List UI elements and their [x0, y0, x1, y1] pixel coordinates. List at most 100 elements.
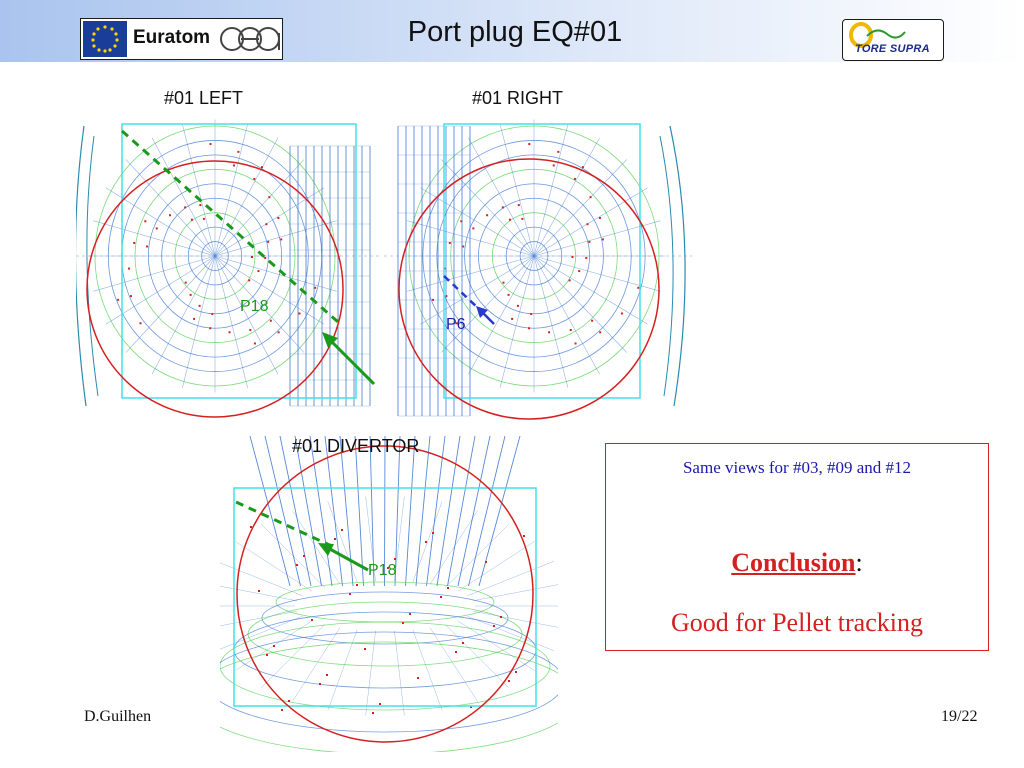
probe-marker [144, 220, 147, 223]
divertor-field-of-view-frame [233, 487, 537, 707]
port-column-line [405, 436, 416, 587]
euratom-logo-word: Euratom [133, 27, 211, 48]
outer-wall-curve [86, 135, 99, 397]
left-pellet-trajectory-dashed [121, 129, 339, 324]
probe-marker [507, 293, 510, 296]
probe-marker [249, 328, 252, 331]
probe-marker [460, 220, 463, 223]
poloidal-ray-line [533, 255, 569, 388]
poloidal-ray-line [125, 255, 216, 353]
divertor-ray-line [292, 510, 341, 585]
poloidal-ray-line [407, 255, 535, 292]
probe-marker [508, 218, 511, 221]
right-view-diagram [384, 86, 692, 430]
divertor-ray-line [220, 615, 303, 650]
probe-marker [258, 590, 260, 592]
probe-marker [155, 227, 158, 230]
panel-divertor-view: #01 DIVERTOR P18 [220, 436, 558, 752]
port-column-line [249, 436, 291, 587]
poloidal-ray-line [468, 137, 535, 257]
probe-marker [515, 671, 517, 673]
probe-marker [133, 241, 136, 244]
divertor-ray-line [220, 585, 298, 602]
divertor-ray-line [235, 541, 313, 592]
probe-marker [568, 279, 571, 282]
outer-wall-curve [669, 125, 686, 407]
poloidal-ray-line [533, 137, 600, 257]
poloidal-ray-line [151, 137, 216, 257]
probe-marker [394, 558, 396, 560]
probe-marker [372, 712, 374, 714]
probe-marker [552, 164, 555, 167]
divertor-ray-line [365, 630, 376, 716]
probe-marker [146, 245, 149, 248]
probe-marker [273, 645, 275, 647]
port-column-line [354, 436, 364, 587]
poloidal-ray-line [214, 159, 305, 257]
port-column-line [384, 436, 386, 587]
tore-supra-logo-word: TORE SUPRA [855, 43, 930, 55]
poloidal-ray-line [214, 220, 337, 257]
panel-right-view: #01 RIGHT P6 [384, 86, 692, 430]
divertor-ring-line [220, 621, 551, 711]
divertor-pellet-arrow-shaft [327, 546, 369, 572]
probe-marker [589, 196, 592, 199]
poloidal-ray-line [440, 159, 535, 257]
probe-marker [581, 166, 584, 169]
probe-marker [501, 206, 504, 209]
left-pellet-arrow-head [322, 332, 338, 348]
probe-marker [462, 642, 464, 644]
poloidal-ray-line [533, 159, 628, 257]
probe-marker [557, 150, 560, 153]
probe-marker [314, 286, 317, 289]
probe-marker [448, 241, 451, 244]
probe-marker [228, 331, 231, 334]
outer-wall-curve [659, 135, 674, 397]
probe-marker [184, 206, 187, 209]
divertor-ray-line [472, 610, 558, 628]
conclusion-heading: Conclusion: [606, 548, 988, 578]
footer-author: D.Guilhen [84, 708, 152, 725]
probe-marker [250, 526, 252, 528]
eu-flag-icon [83, 21, 127, 57]
poloidal-ray-line [468, 255, 535, 375]
probe-marker [402, 622, 404, 624]
probe-marker [548, 331, 551, 334]
right-pellet-callout: P6 [446, 316, 466, 333]
probe-marker [620, 312, 623, 315]
right-pellet-trajectory-dashed [443, 275, 479, 309]
poloidal-ray-line [214, 124, 248, 257]
port-column-line [264, 436, 301, 587]
same-views-note: Same views for #03, #09 and #12 [682, 458, 912, 477]
divertor-ray-line [429, 510, 478, 585]
right-field-of-view-frame [443, 123, 641, 399]
conclusion-label: Conclusion [731, 548, 856, 577]
poloidal-ray-line [182, 124, 216, 257]
probe-marker [508, 680, 510, 682]
divertor-ray-line [457, 620, 535, 671]
probe-marker [573, 177, 576, 180]
conclusion-text: Good for Pellet tracking [671, 608, 923, 637]
probe-marker [296, 564, 298, 566]
probe-marker [585, 256, 588, 259]
probe-marker [521, 217, 524, 220]
poloidal-ray-line [533, 255, 648, 325]
poloidal-ray-line [533, 187, 648, 257]
divertor-view-label: #01 DIVERTOR [292, 436, 420, 456]
poloidal-ray-line [105, 255, 216, 325]
left-view-label: #01 LEFT [164, 88, 244, 108]
probe-marker [485, 561, 487, 563]
tore-supra-swirl-icon [847, 22, 907, 48]
probe-marker [455, 651, 457, 653]
probe-marker [211, 313, 214, 316]
probe-marker [277, 217, 280, 219]
probe-marker [387, 567, 389, 569]
probe-marker [455, 322, 458, 325]
probe-marker [586, 223, 589, 226]
probe-marker [341, 529, 343, 531]
probe-marker [599, 331, 602, 334]
divertor-ray-line [292, 627, 341, 702]
footer-page-number: 19/22 [941, 708, 978, 725]
probe-marker [530, 313, 533, 316]
port-column-line [447, 436, 476, 587]
